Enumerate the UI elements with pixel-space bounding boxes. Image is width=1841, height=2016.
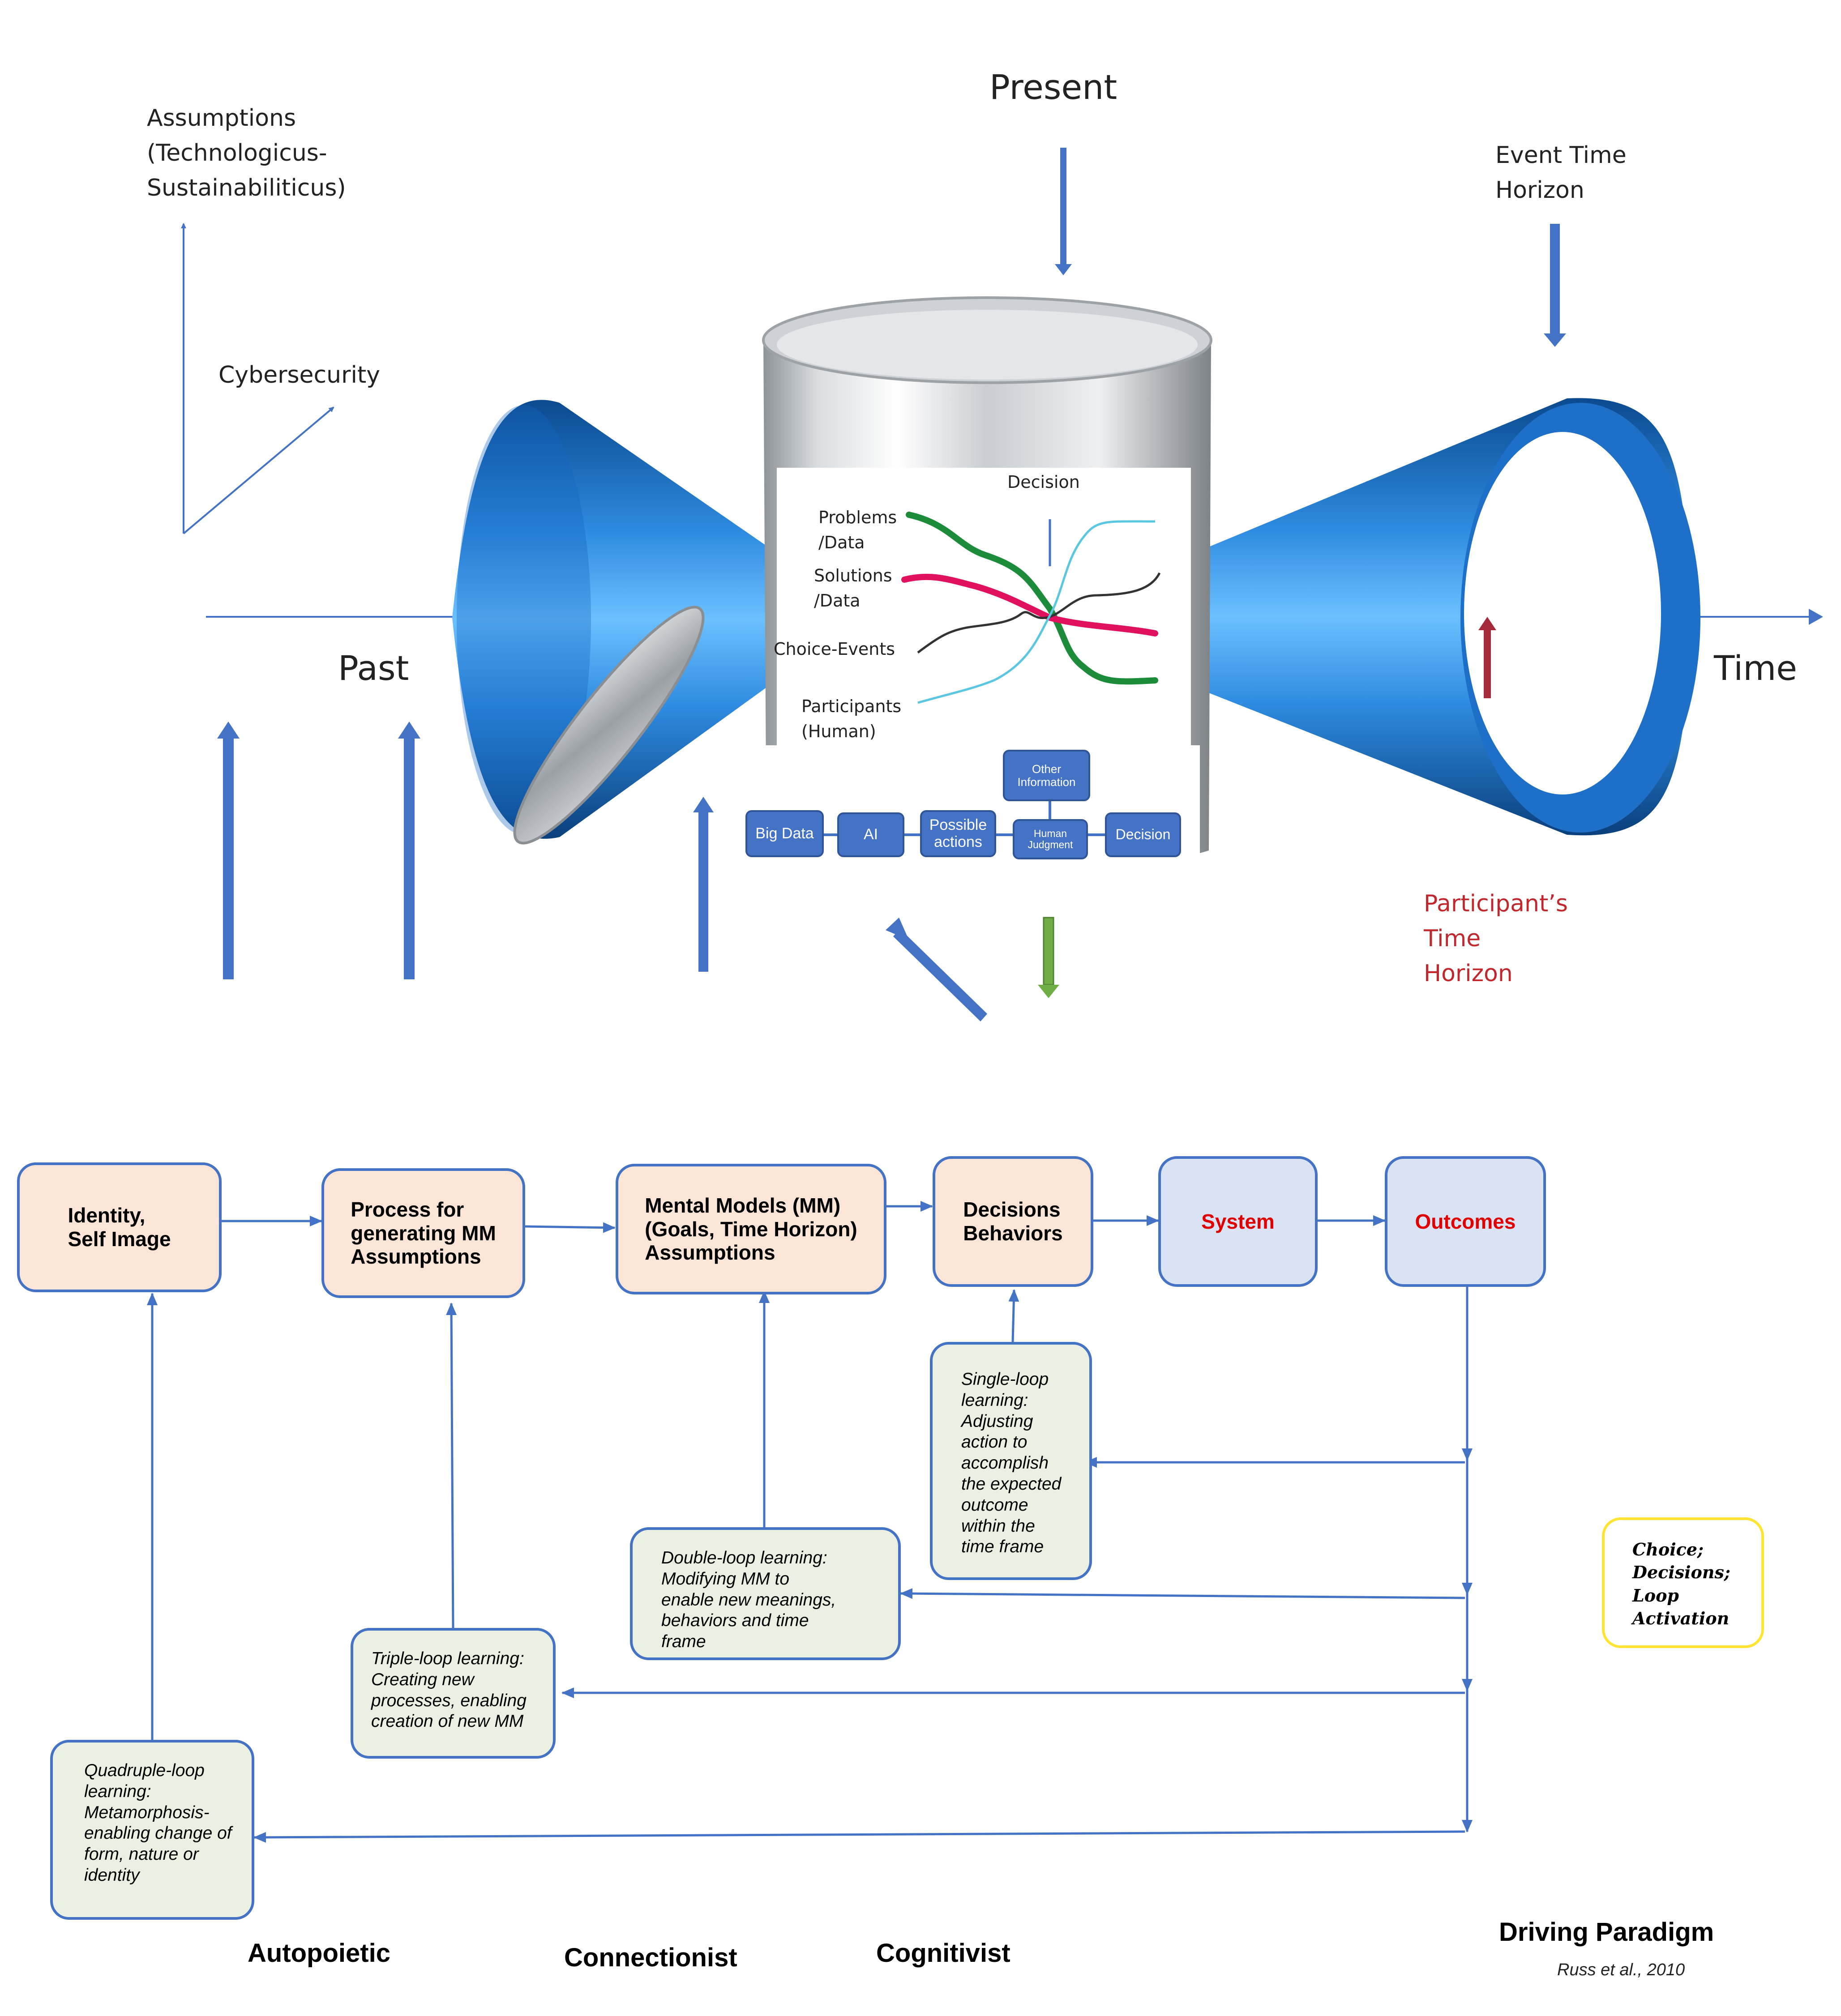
solutions-curve bbox=[901, 573, 1158, 636]
can-lid bbox=[513, 606, 705, 845]
inset-solutions-label: Solutions/Data bbox=[814, 566, 892, 611]
choice-events-curve bbox=[917, 572, 1161, 653]
arrows bbox=[217, 148, 1566, 1021]
output-arrow bbox=[1043, 917, 1054, 986]
present-label: Present bbox=[989, 67, 1117, 107]
inset-choice-events-label: Choice-Events bbox=[774, 639, 895, 659]
autopoietic-label: Autopoietic bbox=[248, 1939, 390, 1968]
inset-decision-label: Decision bbox=[1007, 472, 1080, 492]
participants-curve bbox=[917, 520, 1156, 704]
assumptions-label: Assumptions(Technologicus-Sustainabiliti… bbox=[147, 105, 346, 201]
past-cone bbox=[452, 400, 770, 839]
inset-problems-label: Problems/Data bbox=[818, 508, 897, 552]
time-label: Time bbox=[1714, 648, 1797, 688]
participant-arrow bbox=[1484, 629, 1491, 698]
citation: Russ et al., 2010 bbox=[1557, 1960, 1685, 1979]
double-loop-box: Double-loop learning:Modifying MM to ena… bbox=[630, 1527, 901, 1660]
flow-connectors bbox=[824, 801, 1105, 836]
outcomes-box: Outcomes bbox=[1385, 1156, 1546, 1287]
flow-big-data: Big Data bbox=[745, 810, 824, 857]
triple-loop-box: Triple-loop learning:Creating new proces… bbox=[351, 1628, 556, 1759]
problems-curve bbox=[906, 512, 1158, 685]
mental-models-box: Mental Models (MM)(Goals, Time Horizon)A… bbox=[616, 1164, 886, 1294]
cybersecurity-axis bbox=[183, 406, 334, 534]
driving-paradigm-label: Driving Paradigm bbox=[1499, 1918, 1714, 1947]
flow-decision: Decision bbox=[1105, 812, 1181, 857]
inset-participants-label: Participants(Human) bbox=[801, 696, 902, 741]
cognitivist-label: Cognitivist bbox=[876, 1939, 1010, 1968]
system-box: System bbox=[1158, 1156, 1318, 1287]
time-axis-arrowhead bbox=[1809, 609, 1823, 625]
cybersecurity-label: Cybersecurity bbox=[218, 362, 381, 389]
identity-box: Identity,Self Image bbox=[17, 1162, 222, 1292]
inset-panel bbox=[777, 468, 1191, 745]
flow-ai: AI bbox=[837, 812, 904, 857]
flowchart-connectors bbox=[147, 1201, 1473, 1843]
future-cone bbox=[1200, 398, 1700, 836]
connectionist-label: Connectionist bbox=[564, 1943, 737, 1972]
past-label: Past bbox=[338, 648, 409, 688]
